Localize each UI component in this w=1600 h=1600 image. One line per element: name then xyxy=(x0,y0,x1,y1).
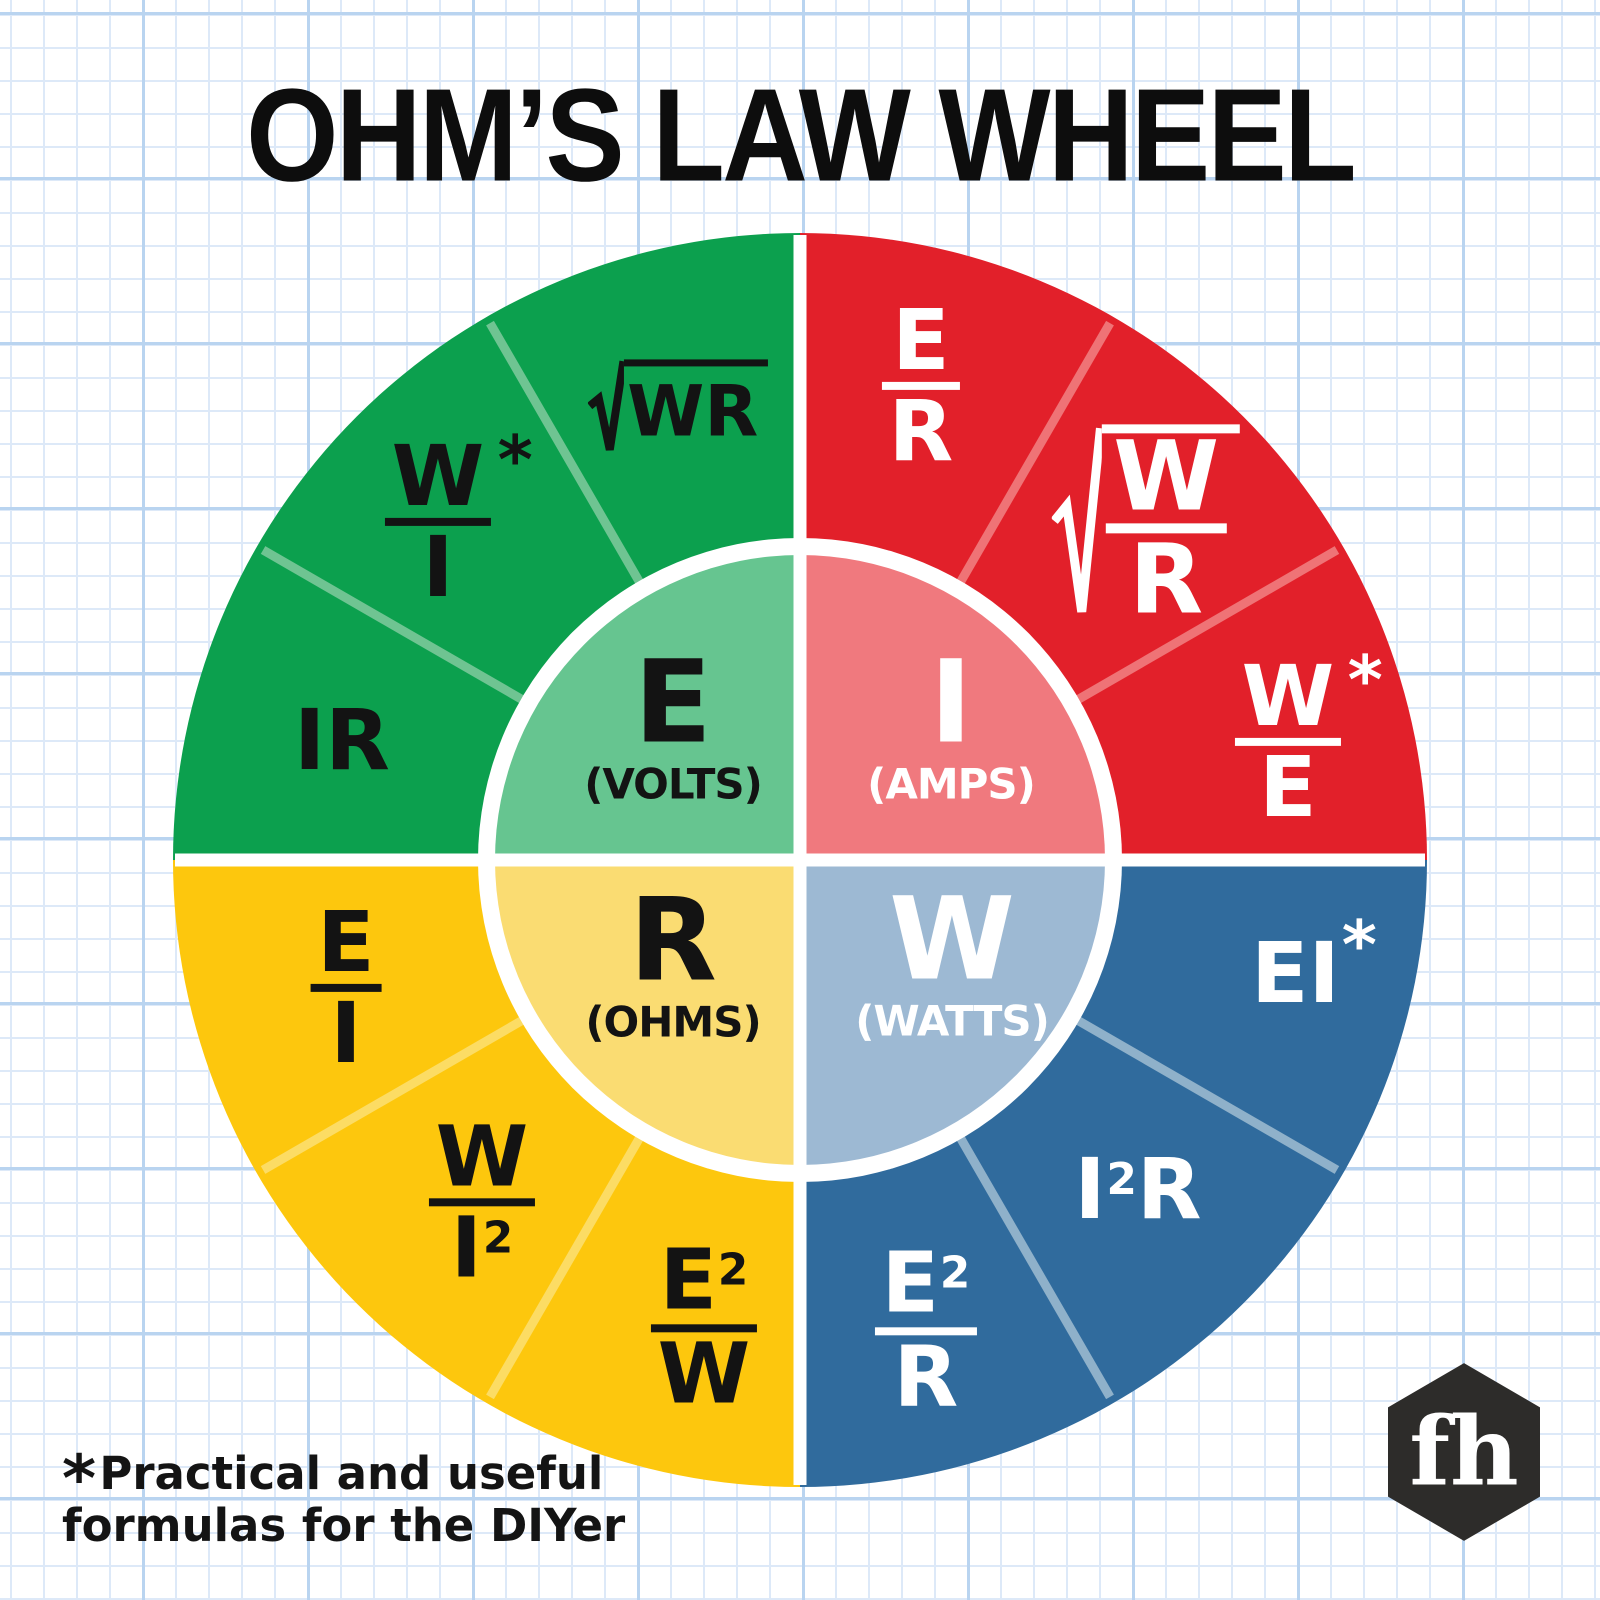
unit: (OHMS) xyxy=(585,997,761,1047)
unit: (WATTS) xyxy=(855,996,1050,1046)
numerator: W xyxy=(391,426,485,525)
asterisk-icon: * xyxy=(1347,640,1383,719)
fraction-bar xyxy=(1105,523,1227,534)
symbol: R xyxy=(629,873,717,1007)
hub-ohms xyxy=(495,860,800,1165)
formula-text: I xyxy=(1074,1140,1106,1239)
hub-amps xyxy=(800,555,1105,860)
hub-label-ohms: R (OHMS) xyxy=(585,873,761,1047)
footnote: * Practical and useful formulas for the … xyxy=(62,1440,626,1553)
unit: (VOLTS) xyxy=(584,759,763,809)
denominator: R xyxy=(888,381,954,480)
formula-w-over-i-squared: W I2 xyxy=(428,1107,536,1289)
formula-ir: IR xyxy=(294,698,390,782)
exponent: 2 xyxy=(717,1244,749,1296)
denominator: R xyxy=(893,1327,959,1426)
fraction-bar xyxy=(428,1198,536,1207)
exponent: 2 xyxy=(1106,1154,1137,1206)
fh-logo: fh xyxy=(1388,1363,1540,1541)
footnote-line-2: formulas for the DIYer xyxy=(62,1499,626,1553)
inner-circle xyxy=(495,555,1105,1165)
numerator: E xyxy=(881,1233,940,1332)
denominator: I xyxy=(422,517,454,616)
formula-w-star-over-e: W* E xyxy=(1234,646,1383,836)
fraction-bar xyxy=(650,1324,758,1333)
exponent: 2 xyxy=(482,1211,514,1263)
footnote-line-1: Practical and useful xyxy=(99,1447,604,1500)
denominator: W xyxy=(657,1324,751,1423)
numerator: W xyxy=(435,1107,529,1206)
hub-label-volts: E (VOLTS) xyxy=(584,635,763,809)
page-title: OHM’S LAW WHEEL xyxy=(246,61,1357,209)
formula-ei-star: EI* xyxy=(1251,912,1377,1023)
exponent: 2 xyxy=(939,1247,971,1299)
formula-e-squared-over-r: E2 R xyxy=(874,1240,978,1426)
symbol: I xyxy=(929,635,973,769)
numerator: E xyxy=(892,290,950,389)
asterisk-icon: * xyxy=(1341,906,1377,985)
unit: (AMPS) xyxy=(867,759,1036,809)
formula-sqrt-wr: WR xyxy=(588,359,769,453)
formula-e-over-r: E R xyxy=(881,290,961,480)
denominator: R xyxy=(1129,523,1204,636)
asterisk-icon: * xyxy=(497,420,533,499)
symbol: W xyxy=(889,872,1015,1006)
logo-hexagon xyxy=(1388,1363,1540,1541)
formula-text: EI xyxy=(1251,924,1340,1023)
formula-text: WR xyxy=(627,370,759,453)
fraction-bar xyxy=(310,983,382,993)
symbol: E xyxy=(634,635,712,769)
fraction-bar xyxy=(881,381,961,391)
formula-e-over-i: E I xyxy=(310,892,382,1082)
radical-icon xyxy=(588,359,624,452)
numerator: W xyxy=(1241,646,1335,745)
numerator: W xyxy=(1113,420,1220,533)
numerator: E xyxy=(317,892,375,991)
formula-text: IR xyxy=(294,691,390,789)
hub-watts xyxy=(800,860,1105,1165)
hub-label-amps: I (AMPS) xyxy=(867,635,1036,809)
fraction-bar xyxy=(874,1327,978,1336)
denominator: I xyxy=(330,983,362,1082)
denominator: E xyxy=(1259,737,1317,836)
fraction-bar xyxy=(384,517,492,527)
hub-volts xyxy=(495,555,800,860)
formula-e-squared-over-w: E2 W xyxy=(650,1237,758,1423)
quadrant-cross xyxy=(175,235,1425,1485)
formula-text: R xyxy=(1136,1140,1202,1239)
radical-icon xyxy=(1052,424,1102,617)
formula-w-star-over-i: W* I xyxy=(384,426,533,616)
denominator: I xyxy=(450,1198,482,1296)
formula-sqrt-w-over-r: W R xyxy=(1052,420,1241,636)
hub-label-watts: W (WATTS) xyxy=(855,872,1050,1046)
fraction-bar xyxy=(1234,737,1342,747)
numerator: E xyxy=(659,1230,718,1329)
logo-text: fh xyxy=(1409,1396,1518,1507)
